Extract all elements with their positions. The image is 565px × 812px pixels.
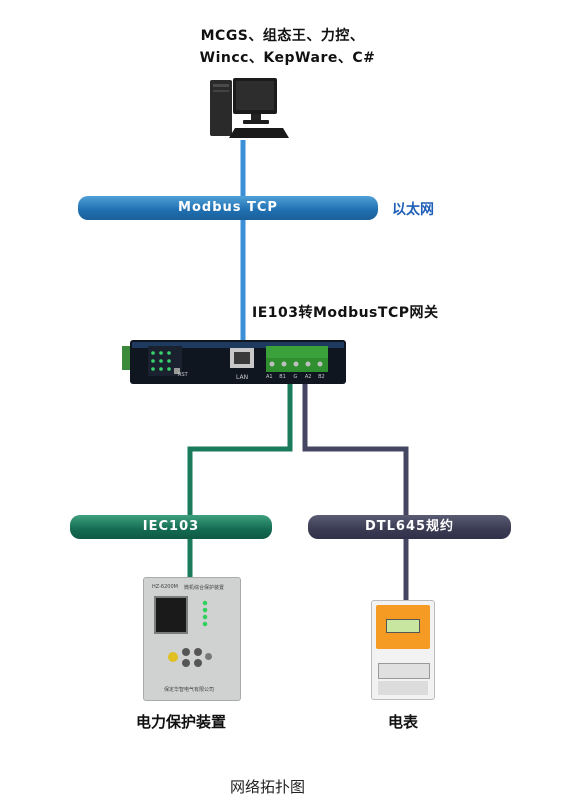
meter-image bbox=[371, 600, 435, 700]
dtl645-line bbox=[302, 382, 409, 603]
protection-device-label: 电力保护装置 bbox=[136, 713, 227, 731]
modbus-tcp-label: Modbus TCP bbox=[178, 200, 278, 215]
protection-keypad bbox=[168, 648, 212, 670]
software-list: MCGS、组态王、力控、 Wincc、KepWare、C# bbox=[0, 25, 565, 69]
modbus-tcp-bus: Modbus TCP bbox=[78, 196, 378, 220]
protection-maker-text: 保定华智电气有限公司 bbox=[164, 687, 215, 693]
terminal-b1: B1 bbox=[279, 374, 286, 380]
gateway-rst-label: RST bbox=[178, 372, 188, 378]
software-line-2: Wincc、KepWare、C# bbox=[199, 50, 376, 66]
gateway-device-icon bbox=[122, 340, 346, 384]
terminal-a1: A1 bbox=[266, 374, 273, 380]
meter-label: 电表 bbox=[388, 713, 419, 731]
figure-caption: 网络拓扑图 bbox=[230, 778, 306, 796]
iec103-bus: IEC103 bbox=[70, 515, 272, 539]
terminal-b2: B2 bbox=[318, 374, 325, 380]
gateway-lan-label: LAN bbox=[236, 374, 249, 381]
protection-model-text: HZ-6200M bbox=[152, 584, 178, 590]
computer-icon bbox=[210, 78, 289, 138]
gateway-terminal-labels: A1 B1 G A2 B2 bbox=[266, 374, 325, 380]
meter-terminal-strip bbox=[378, 663, 430, 679]
terminal-g: G bbox=[293, 374, 298, 380]
protection-panel-title: 微机综合保护装置 bbox=[184, 585, 225, 591]
protection-screen bbox=[154, 596, 188, 634]
software-line-1: MCGS、组态王、力控、 bbox=[200, 28, 365, 44]
iec103-line bbox=[187, 382, 293, 590]
iec103-label: IEC103 bbox=[142, 519, 200, 534]
meter-display bbox=[386, 619, 420, 633]
dtl645-bus: DTL645规约 bbox=[308, 515, 511, 539]
protection-device-image: HZ-6200M 微机综合保护装置 保定华智电气有限公司 bbox=[143, 577, 241, 701]
protection-status-leds bbox=[202, 600, 208, 628]
terminal-a2: A2 bbox=[304, 374, 312, 380]
dtl645-label: DTL645规约 bbox=[364, 519, 455, 534]
ethernet-label: 以太网 bbox=[392, 202, 434, 218]
gateway-title: IE103转ModbusTCP网关 bbox=[252, 305, 439, 321]
meter-bottom-panel bbox=[378, 681, 428, 695]
